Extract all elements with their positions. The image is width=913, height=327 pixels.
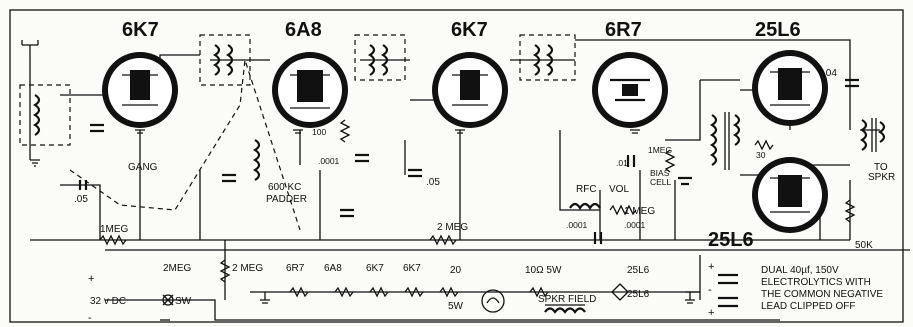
tube-label-3: 6K7 [451, 19, 488, 41]
resistor-30-label: 30 [756, 150, 766, 160]
pilot-lamp [481, 289, 505, 313]
tube-5 [752, 50, 828, 126]
cap-0001-a-label: .0001 [566, 220, 588, 230]
resistor-50k-label: 50K [855, 240, 873, 251]
resistor-1meg-top-label: 1MEG [648, 145, 672, 155]
resistor-100-label: 100 [312, 127, 326, 137]
resistor-1meg-left-label: 1MEG [100, 224, 129, 235]
padder-label-2: PADDER [266, 194, 307, 205]
filament-label-25l6-a: 25L6 [627, 265, 650, 276]
resistor-2meg-mid-label: 2 MEG [437, 222, 468, 233]
bias-cell-label-1: BIAS [650, 168, 670, 178]
volume-label: VOL [609, 184, 629, 195]
filament-label-6a8: 6A8 [324, 263, 342, 274]
filament-junction [611, 283, 629, 301]
tube-label-2: 6A8 [285, 19, 322, 41]
cap-05-mid-label: .05 [426, 177, 440, 188]
padder-label-1: 600 KC [268, 182, 301, 193]
supply-plus-sign: + [88, 273, 94, 285]
dual-electrolytic [718, 273, 738, 308]
filament-label-6k7-a: 6K7 [366, 263, 384, 274]
resistor-10ohm-label: 10Ω 5W [525, 265, 562, 276]
cap-05-left-label: .05 [74, 194, 88, 205]
power-switch-icon [162, 294, 174, 306]
tube-label-1: 6K7 [122, 19, 159, 41]
electrolytic-note-2: ELECTROLYTICS WITH [761, 277, 871, 288]
antenna-icon [21, 40, 39, 55]
tube-4 [592, 52, 668, 128]
tube-6 [752, 157, 828, 233]
transformer-cans [19, 34, 886, 181]
tube-1 [102, 52, 178, 128]
resistor-2meg-left-label: 2MEG [163, 263, 192, 274]
electrolytic-note-1: DUAL 40µf, 150V [761, 265, 839, 276]
supply-label: 32 v DC [90, 296, 126, 307]
resistor-2meg-bot-label: 2 MEG [232, 263, 263, 274]
cap-01-label: .01 [616, 158, 628, 168]
rfc-inductor [569, 202, 601, 211]
ground-symbols [30, 129, 695, 321]
resistor-5w-label: 5W [448, 301, 464, 312]
pilot-lamp-filament [486, 297, 500, 304]
cap-0001-top-label: .0001 [318, 156, 340, 166]
supply-minus-sign: - [88, 312, 92, 324]
switch-label: SW [175, 296, 192, 307]
resistor-1meg-vol-label: 1 MEG [624, 206, 655, 217]
bias-cell-label-2: CELL [650, 177, 672, 187]
to-speaker-label-2: SPKR [868, 172, 895, 183]
tube-label-6: 25L6 [708, 229, 754, 251]
capacitors [78, 78, 859, 244]
electrolytic-note-4: LEAD CLIPPED OFF [761, 301, 855, 312]
to-speaker-label-1: TO [874, 162, 888, 173]
tube-2 [272, 52, 348, 128]
filament-label-25l6-b: 25L6 [627, 289, 650, 300]
bias-cell [678, 176, 692, 186]
rfc-label: RFC [576, 184, 597, 195]
gang-label: GANG [128, 162, 158, 173]
speaker-field-coil [544, 307, 586, 314]
speaker-field-label: SPKR FIELD [538, 294, 596, 305]
resistor-20-label: 20 [450, 265, 462, 276]
tube-3 [432, 52, 508, 128]
power-switch-mark [162, 294, 174, 306]
electrolytic-note-3: THE COMMON NEGATIVE [761, 289, 883, 300]
tube-label-4: 6R7 [605, 19, 642, 41]
cap-0001-b-label: .0001 [624, 220, 646, 230]
filament-label-6r7: 6R7 [286, 263, 305, 274]
electrolytic-minus: - [708, 284, 712, 296]
filament-label-6k7-b: 6K7 [403, 263, 421, 274]
schematic-frame [9, 9, 904, 323]
tube-label-5: 25L6 [755, 19, 801, 41]
cap-04-label: .04 [823, 68, 837, 79]
resistors [99, 119, 856, 298]
electrolytic-plus-1: + [708, 261, 714, 273]
electrolytic-plus-2: + [708, 307, 714, 319]
